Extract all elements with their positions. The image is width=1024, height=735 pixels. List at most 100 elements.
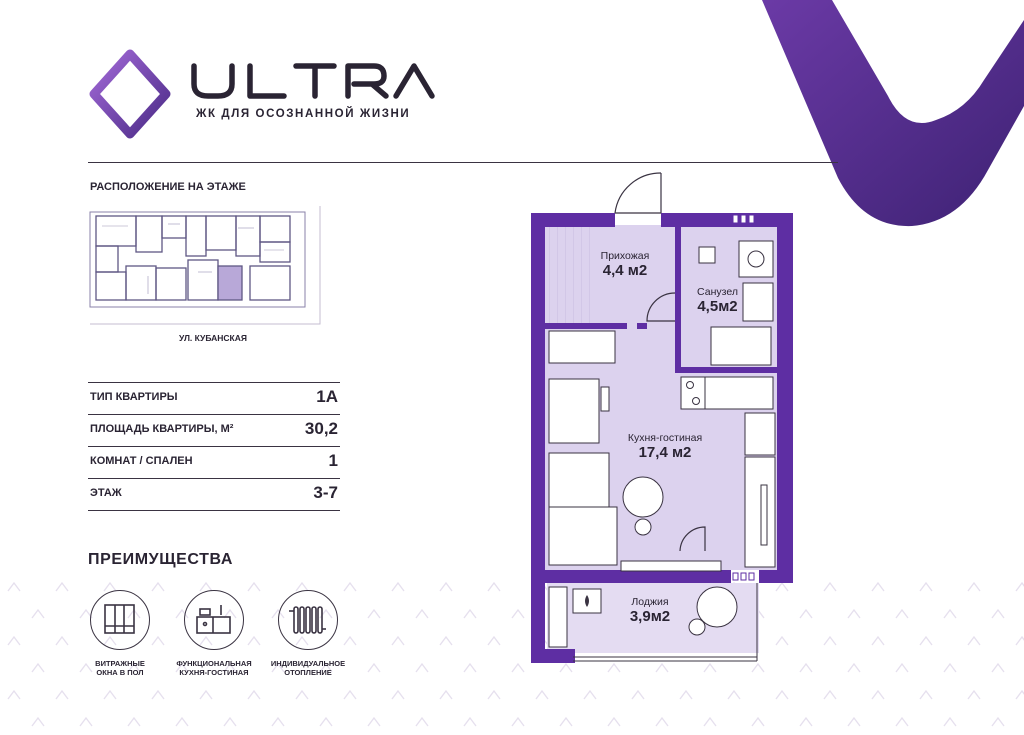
pattern-chevron (1015, 581, 1024, 592)
pattern-chevron (775, 635, 789, 646)
pattern-chevron (79, 716, 93, 727)
pattern-chevron (151, 689, 165, 700)
advantage-line: ВИТРАЖНЫЕ (95, 659, 145, 668)
pattern-chevron (367, 716, 381, 727)
pattern-chevron (247, 581, 261, 592)
advantage-line: ИНДИВИДУАЛЬНОЕ (270, 659, 346, 668)
street-label: УЛ. КУБАНСКАЯ (179, 333, 247, 343)
pattern-chevron (295, 689, 309, 700)
spec-label: ЭТАЖ (90, 487, 122, 499)
spec-row-rooms: КОМНАТ / СПАЛЕН 1 (88, 447, 340, 479)
pattern-chevron (823, 635, 837, 646)
pattern-chevron (391, 581, 405, 592)
pattern-chevron (871, 635, 885, 646)
pattern-chevron (55, 581, 69, 592)
pattern-chevron (31, 608, 45, 619)
pattern-chevron (271, 716, 285, 727)
pattern-chevron (943, 608, 957, 619)
spec-label: ТИП КВАРТИРЫ (90, 391, 178, 403)
pattern-chevron (127, 716, 141, 727)
pattern-chevron (751, 716, 765, 727)
pattern-chevron (727, 689, 741, 700)
pattern-chevron (799, 608, 813, 619)
advantages-title: ПРЕИМУЩЕСТВА (88, 551, 234, 568)
pattern-chevron (175, 662, 189, 673)
pattern-chevron (655, 716, 669, 727)
radiator-icon (278, 590, 338, 650)
room-name: Санузел (697, 286, 738, 298)
pattern-chevron (463, 716, 477, 727)
pattern-chevron (103, 689, 117, 700)
pattern-chevron (919, 581, 933, 592)
window-icon (90, 590, 150, 650)
chevron-pattern-background (7, 581, 1024, 727)
pattern-chevron (7, 581, 21, 592)
advantage-line: ОТОПЛЕНИЕ (284, 668, 332, 677)
spec-value: 1 (328, 451, 338, 470)
pattern-chevron (367, 662, 381, 673)
pattern-chevron (535, 689, 549, 700)
ultra-logo-mark (89, 49, 171, 139)
advantage-line: КУХНЯ-ГОСТИНАЯ (179, 668, 249, 677)
pattern-chevron (967, 635, 981, 646)
pattern-chevron (391, 689, 405, 700)
pattern-chevron (799, 716, 813, 727)
advantage-label-windows: ВИТРАЖНЫЕ ОКНА В ПОЛ (72, 659, 168, 677)
pattern-chevron (895, 662, 909, 673)
pattern-chevron (151, 581, 165, 592)
pattern-chevron (343, 635, 357, 646)
room-area: 4,4 м2 (602, 262, 648, 279)
pattern-chevron (151, 635, 165, 646)
room-label-living: Кухня-гостиная 17,4 м2 (600, 432, 730, 461)
spec-row-type: ТИП КВАРТИРЫ 1А (88, 383, 340, 415)
pattern-chevron (487, 581, 501, 592)
pattern-chevron (223, 662, 237, 673)
room-label-hall: Прихожая 4,4 м2 (580, 250, 670, 279)
pattern-chevron (199, 581, 213, 592)
pattern-chevron (847, 662, 861, 673)
pattern-chevron (871, 581, 885, 592)
pattern-chevron (55, 689, 69, 700)
pattern-chevron (703, 662, 717, 673)
pattern-chevron (439, 689, 453, 700)
spec-label: КОМНАТ / СПАЛЕН (90, 455, 193, 467)
room-name: Кухня-гостиная (627, 432, 703, 444)
pattern-chevron (439, 581, 453, 592)
pattern-chevron (991, 662, 1005, 673)
advantage-line: ФУНКЦИОНАЛЬНАЯ (176, 659, 252, 668)
pattern-chevron (1015, 689, 1024, 700)
pattern-chevron (559, 662, 573, 673)
spec-row-area: ПЛОЩАДЬ КВАРТИРЫ, М² 30,2 (88, 415, 340, 447)
pattern-chevron (55, 635, 69, 646)
pattern-chevron (823, 689, 837, 700)
pattern-chevron (511, 716, 525, 727)
pattern-chevron (871, 689, 885, 700)
apartment-floor-plan (531, 172, 793, 663)
pattern-chevron (943, 716, 957, 727)
pattern-chevron (7, 689, 21, 700)
pattern-chevron (559, 716, 573, 727)
pattern-chevron (607, 716, 621, 727)
header-divider (88, 162, 838, 163)
pattern-chevron (655, 662, 669, 673)
pattern-chevron (895, 608, 909, 619)
pattern-chevron (175, 716, 189, 727)
pattern-chevron (319, 662, 333, 673)
brand-tagline: ЖК ДЛЯ ОСОЗНАННОЙ ЖИЗНИ (196, 108, 411, 120)
pattern-chevron (31, 662, 45, 673)
pattern-chevron (895, 716, 909, 727)
pattern-chevron (223, 716, 237, 727)
pattern-chevron (7, 635, 21, 646)
pattern-chevron (271, 662, 285, 673)
pattern-chevron (439, 635, 453, 646)
pattern-chevron (679, 689, 693, 700)
pattern-chevron (343, 689, 357, 700)
floor-location-title: РАСПОЛОЖЕНИЕ НА ЭТАЖЕ (90, 181, 246, 193)
pattern-chevron (607, 662, 621, 673)
pattern-chevron (847, 716, 861, 727)
pattern-chevron (919, 635, 933, 646)
pattern-chevron (919, 689, 933, 700)
pattern-chevron (415, 716, 429, 727)
brand-corner-chevron (762, 0, 1024, 227)
room-label-loggia: Лоджия 3,9м2 (605, 596, 695, 625)
